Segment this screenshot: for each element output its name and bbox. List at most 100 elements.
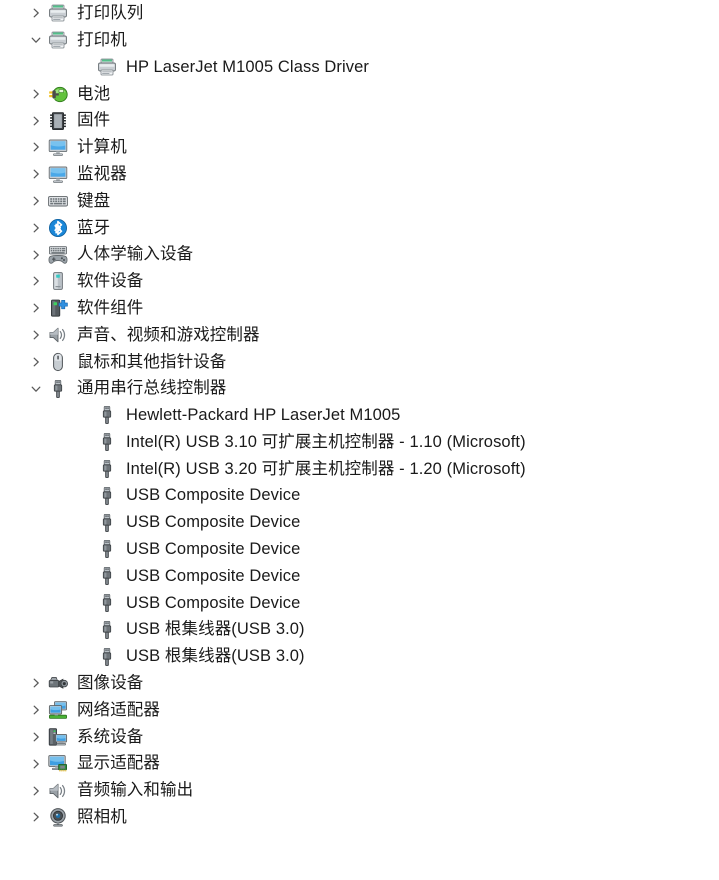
tree-item[interactable]: 照相机 [0, 804, 719, 831]
tree-item-label: 照相机 [77, 808, 127, 827]
webcam-icon [47, 806, 69, 828]
software-device-icon [47, 270, 69, 292]
printer-icon [47, 2, 69, 24]
imaging-camera-icon [47, 672, 69, 694]
tree-item-label: 显示适配器 [77, 754, 160, 773]
speaker-icon [47, 780, 69, 802]
tree-item-label: 键盘 [77, 191, 111, 210]
chevron-right-icon[interactable] [25, 2, 47, 24]
chevron-right-icon[interactable] [25, 351, 47, 373]
tree-item[interactable]: USB Composite Device [0, 590, 719, 617]
printer-icon [47, 29, 69, 51]
tree-item-label: 音频输入和输出 [77, 781, 194, 800]
tree-item[interactable]: 键盘 [0, 188, 719, 215]
tree-item-label: 图像设备 [77, 674, 144, 693]
chevron-right-icon[interactable] [25, 297, 47, 319]
chevron-right-icon[interactable] [25, 806, 47, 828]
mouse-icon [47, 351, 69, 373]
tree-item[interactable]: 蓝牙 [0, 214, 719, 241]
tree-item[interactable]: 鼠标和其他指针设备 [0, 348, 719, 375]
chevron-right-icon[interactable] [25, 163, 47, 185]
tree-item[interactable]: 电池 [0, 80, 719, 107]
tree-item-label: 网络适配器 [77, 700, 160, 719]
computer-monitor-icon [47, 136, 69, 158]
tree-item-label: 固件 [77, 111, 111, 130]
chevron-right-icon[interactable] [25, 780, 47, 802]
system-device-icon [47, 726, 69, 748]
tree-item[interactable]: 软件设备 [0, 268, 719, 295]
tree-item-label: 人体学输入设备 [77, 245, 194, 264]
tree-item[interactable]: USB 根集线器(USB 3.0) [0, 643, 719, 670]
usb-icon [96, 565, 118, 587]
battery-icon [47, 83, 69, 105]
tree-item[interactable]: USB Composite Device [0, 536, 719, 563]
tree-item[interactable]: Intel(R) USB 3.10 可扩展主机控制器 - 1.10 (Micro… [0, 429, 719, 456]
chevron-right-icon[interactable] [25, 136, 47, 158]
usb-icon [96, 485, 118, 507]
chevron-down-icon[interactable] [25, 378, 47, 400]
usb-icon [96, 538, 118, 560]
chevron-right-icon[interactable] [25, 190, 47, 212]
hid-gamepad-icon [47, 244, 69, 266]
tree-item[interactable]: 声音、视频和游戏控制器 [0, 322, 719, 349]
chevron-right-icon[interactable] [25, 83, 47, 105]
display-adapter-icon [47, 753, 69, 775]
tree-item[interactable]: 监视器 [0, 161, 719, 188]
tree-item[interactable]: 音频输入和输出 [0, 777, 719, 804]
chevron-right-icon[interactable] [25, 726, 47, 748]
tree-item-label: USB Composite Device [126, 540, 301, 559]
usb-icon [96, 458, 118, 480]
tree-item-label: USB Composite Device [126, 593, 301, 612]
tree-item-label: Intel(R) USB 3.10 可扩展主机控制器 - 1.10 (Micro… [126, 432, 526, 451]
usb-icon [47, 378, 69, 400]
tree-item-label: 软件设备 [77, 272, 144, 291]
tree-item-label: USB Composite Device [126, 513, 301, 532]
tree-item-label: USB Composite Device [126, 566, 301, 585]
tree-item[interactable]: 图像设备 [0, 670, 719, 697]
chevron-right-icon[interactable] [25, 753, 47, 775]
usb-icon [96, 431, 118, 453]
tree-item[interactable]: 计算机 [0, 134, 719, 161]
usb-icon [96, 512, 118, 534]
tree-item-label: 打印队列 [77, 4, 144, 23]
tree-item-label: 电池 [77, 84, 111, 103]
tree-item[interactable]: USB Composite Device [0, 509, 719, 536]
network-adapter-icon [47, 699, 69, 721]
software-component-icon [47, 297, 69, 319]
bluetooth-icon [47, 217, 69, 239]
tree-item[interactable]: Intel(R) USB 3.20 可扩展主机控制器 - 1.20 (Micro… [0, 456, 719, 483]
tree-item[interactable]: 打印机 [0, 27, 719, 54]
usb-icon [96, 619, 118, 641]
tree-item[interactable]: 网络适配器 [0, 697, 719, 724]
tree-item[interactable]: USB Composite Device [0, 482, 719, 509]
chevron-right-icon[interactable] [25, 217, 47, 239]
tree-item[interactable]: 通用串行总线控制器 [0, 375, 719, 402]
chevron-down-icon[interactable] [25, 29, 47, 51]
tree-item[interactable]: Hewlett-Packard HP LaserJet M1005 [0, 402, 719, 429]
tree-item-label: 鼠标和其他指针设备 [77, 352, 227, 371]
keyboard-icon [47, 190, 69, 212]
tree-item[interactable]: 系统设备 [0, 724, 719, 751]
chevron-right-icon[interactable] [25, 672, 47, 694]
tree-item[interactable]: 软件组件 [0, 295, 719, 322]
tree-item[interactable]: 显示适配器 [0, 750, 719, 777]
printer-icon [96, 56, 118, 78]
chevron-right-icon[interactable] [25, 699, 47, 721]
tree-item[interactable]: USB Composite Device [0, 563, 719, 590]
chevron-right-icon[interactable] [25, 324, 47, 346]
chevron-right-icon[interactable] [25, 270, 47, 292]
tree-item-label: 计算机 [77, 138, 127, 157]
tree-item-label: USB Composite Device [126, 486, 301, 505]
tree-item[interactable]: 人体学输入设备 [0, 241, 719, 268]
tree-item[interactable]: 固件 [0, 107, 719, 134]
tree-item-label: Hewlett-Packard HP LaserJet M1005 [126, 406, 401, 425]
chevron-right-icon[interactable] [25, 244, 47, 266]
tree-item[interactable]: USB 根集线器(USB 3.0) [0, 616, 719, 643]
tree-item[interactable]: HP LaserJet M1005 Class Driver [0, 54, 719, 81]
firmware-chip-icon [47, 110, 69, 132]
tree-item-label: 声音、视频和游戏控制器 [77, 325, 260, 344]
usb-icon [96, 646, 118, 668]
chevron-right-icon[interactable] [25, 110, 47, 132]
tree-item[interactable]: 打印队列 [0, 0, 719, 27]
